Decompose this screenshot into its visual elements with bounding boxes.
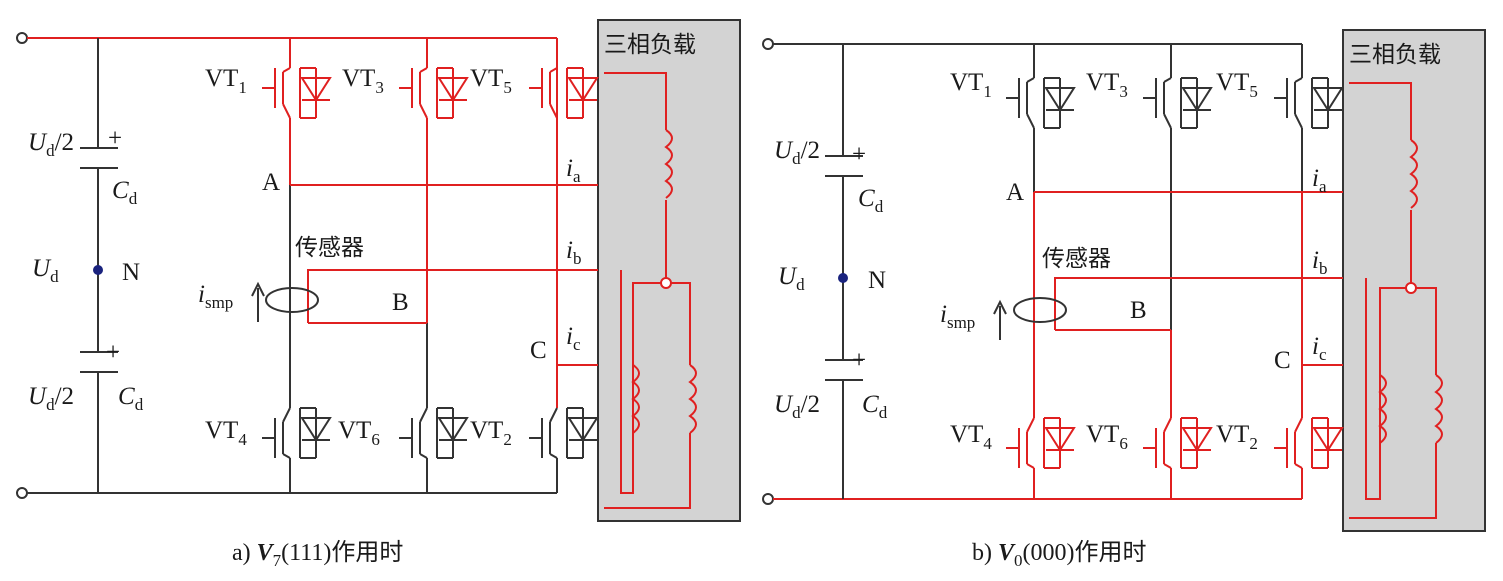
panel-a-plus-top: +: [108, 125, 122, 152]
panel-b-sensor-loop: [1054, 277, 1171, 331]
panel-b-legs-upper: [1033, 128, 1303, 330]
panel-b-cap-bot-label: Cd: [862, 391, 888, 422]
panel-a-node-b: B: [392, 289, 409, 316]
panel-a-ia-label: ia: [566, 155, 581, 186]
panel-a-bottom-bus: [27, 458, 558, 494]
panel-a-caption: a) V7(111)作用时: [232, 539, 403, 570]
panel-a-ib-label: ib: [566, 237, 581, 268]
panel-b-vt1-switch: [1006, 77, 1076, 129]
panel-b-vt4-switch: [1006, 417, 1076, 469]
panel-a-winding-a-lead: [604, 72, 667, 278]
panel-a-node-c: C: [530, 337, 547, 364]
panel-b-load-box: [1342, 29, 1486, 532]
panel-a-vt6-switch: [399, 407, 469, 459]
panel-a-winding-b: [620, 270, 661, 494]
panel-a-cap-bot-label: Cd: [118, 383, 144, 414]
panel-a-vt5-label: VT5: [470, 65, 512, 97]
panel-a-phase-wires: [290, 184, 598, 366]
panel-b-load-title: 三相负载: [1349, 42, 1441, 68]
panel-b-ismp-arrow-icon: [993, 299, 1007, 340]
panel-b-dc-minus-terminal: [762, 493, 774, 505]
panel-b-ic-label: ic: [1312, 333, 1327, 364]
panel-b-caption: b) V0(000)作用时: [972, 539, 1147, 570]
panel-b-dc-bot-label: Ud/2: [774, 391, 820, 422]
panel-a-vt1-label: VT1: [205, 65, 247, 97]
panel-b-neutral-label: N: [868, 267, 886, 294]
panel-a-ismp-label: ismp: [198, 281, 233, 312]
panel-b-vt2-switch: [1274, 417, 1344, 469]
panel-b-bottom-bus: [773, 468, 1303, 500]
panel-a-star-point: [660, 277, 672, 289]
panel-a-vt5-switch: [529, 67, 599, 119]
panel-a-cap-top-label: Cd: [112, 177, 138, 208]
panel-b-vt4-label: VT4: [950, 421, 992, 453]
panel-b-vt5-switch: [1274, 77, 1344, 129]
panel-b-node-c: C: [1274, 347, 1291, 374]
panel-b-dc-mid-label: Ud: [778, 263, 805, 294]
panel-b-legs-lower: [1033, 191, 1303, 418]
panel-a-vt1-switch: [262, 67, 332, 119]
panel-b-winding-b: [1365, 278, 1406, 500]
panel-a-vt3-switch: [399, 67, 469, 119]
panel-b-winding-c: [1349, 287, 1443, 519]
panel-b-plus-bot: +: [852, 347, 866, 374]
panel-a-neutral-label: N: [122, 259, 140, 286]
panel-a-current-sensor: [265, 287, 319, 313]
panel-b-ia-label: ia: [1312, 165, 1327, 196]
panel-a-vt4-switch: [262, 407, 332, 459]
panel-b-plus-top: +: [852, 141, 866, 168]
panel-b-ib-label: ib: [1312, 247, 1327, 278]
panel-b-top-bus: [773, 43, 1303, 78]
panel-b-sensor-label: 传感器: [1042, 246, 1111, 272]
panel-b-vt3-switch: [1143, 77, 1213, 129]
panel-b-node-b: B: [1130, 297, 1147, 324]
panel-b-vt5-label: VT5: [1216, 69, 1258, 101]
panel-b-vt2-label: VT2: [1216, 421, 1258, 453]
panel-a-sensor-label: 传感器: [295, 235, 364, 261]
panel-b: 三相负载: [762, 29, 1486, 570]
panel-b-neutral-dot: [838, 273, 848, 283]
panel-b-vt3-label: VT3: [1086, 69, 1128, 101]
panel-a-winding-a: [664, 129, 673, 199]
panel-a: 三相负载: [16, 19, 741, 570]
panel-a-ismp-arrow-icon: [251, 281, 265, 322]
panel-a-top-bus: [27, 37, 558, 68]
panel-a-winding-c: [604, 282, 697, 509]
panel-b-winding-a-lead: [1349, 82, 1412, 283]
panel-b-vt6-label: VT6: [1086, 421, 1128, 453]
panel-a-vt2-label: VT2: [470, 417, 512, 449]
panel-a-dc-mid-label: Ud: [32, 255, 59, 286]
panel-a-neutral-dot: [93, 265, 103, 275]
panel-b-dc-top-label: Ud/2: [774, 137, 820, 168]
panel-a-load-title: 三相负载: [604, 32, 696, 58]
panel-b-dc-capacitors: [825, 44, 863, 499]
panel-a-ic-label: ic: [566, 323, 581, 354]
panel-a-vt2-switch: [529, 407, 599, 459]
panel-b-current-sensor: [1013, 297, 1067, 323]
panel-a-plus-bot: +: [106, 339, 120, 366]
panel-b-ismp-label: ismp: [940, 301, 975, 332]
panel-b-winding-a: [1409, 139, 1418, 209]
panel-b-star-point: [1405, 282, 1417, 294]
panel-a-dc-bot-label: Ud/2: [28, 383, 74, 414]
panel-a-dc-capacitors: [80, 38, 118, 493]
panel-b-vt6-switch: [1143, 417, 1213, 469]
panel-a-vt6-label: VT6: [338, 417, 380, 449]
panel-a-dc-minus-terminal: [16, 487, 28, 499]
panel-a-vt4-label: VT4: [205, 417, 247, 449]
panel-b-vt1-label: VT1: [950, 69, 992, 101]
panel-b-cap-top-label: Cd: [858, 185, 884, 216]
panel-a-vt3-label: VT3: [342, 65, 384, 97]
panel-b-phase-wires: [1034, 191, 1343, 366]
panel-a-node-a: A: [262, 169, 280, 196]
panel-b-node-a: A: [1006, 179, 1024, 206]
panel-b-dc-plus-terminal: [762, 38, 774, 50]
panel-a-dc-top-label: Ud/2: [28, 129, 74, 160]
panel-a-load-box: [597, 19, 741, 522]
panel-a-dc-plus-terminal: [16, 32, 28, 44]
panel-a-sensor-loop: [307, 269, 427, 324]
